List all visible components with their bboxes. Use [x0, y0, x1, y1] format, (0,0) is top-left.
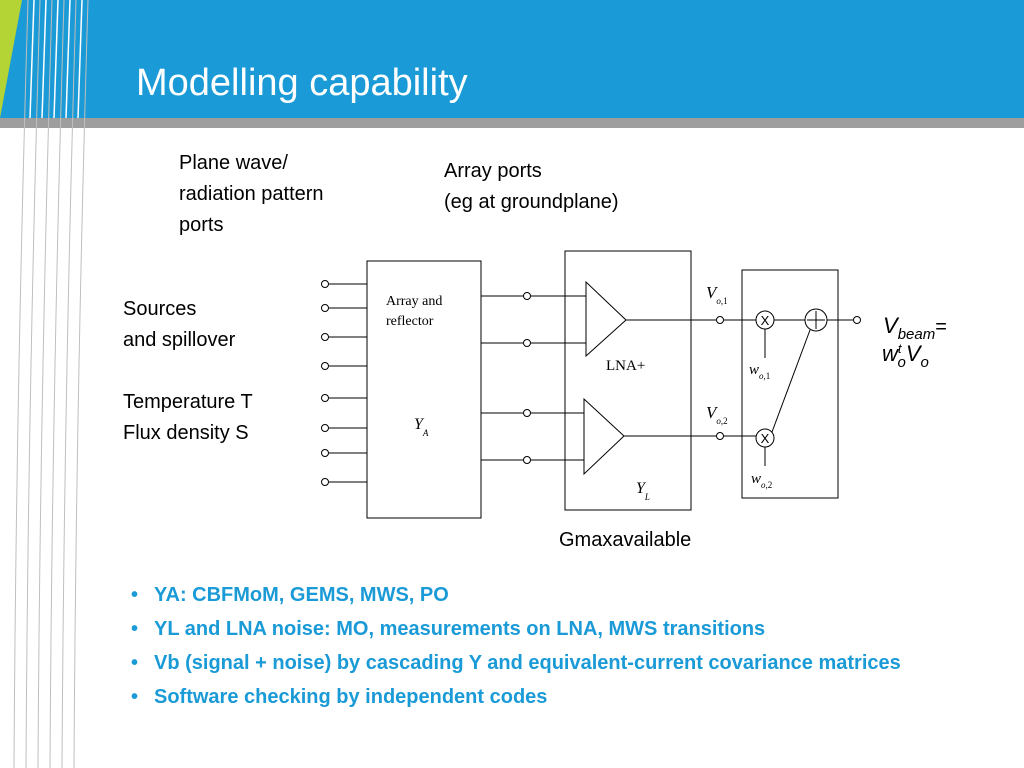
bullet-item: • YA: CBFMoM, GEMS, MWS, PO	[128, 582, 988, 609]
title-bar	[0, 0, 1024, 118]
bullet-text: YL and LNA noise: MO, measurements on LN…	[154, 618, 766, 640]
lna-box	[564, 250, 692, 511]
green-accent-corner	[0, 0, 22, 118]
yl-label: YL	[636, 480, 650, 502]
temperature-flux-label: Temperature T Flux density S	[123, 387, 253, 449]
port-node	[523, 456, 531, 464]
gmax-available-label: Gmaxavailable	[559, 529, 692, 551]
port-node	[523, 409, 531, 417]
port-node	[321, 478, 329, 486]
bullet-dot: •	[131, 686, 139, 708]
sources-line-2: and spillover	[123, 329, 236, 351]
bullet-dot: •	[131, 584, 139, 606]
sources-label: Sources and spillover	[123, 294, 235, 356]
port-node	[321, 449, 329, 457]
left-ports	[321, 280, 367, 486]
multiplier-1-symbol: X	[761, 313, 770, 328]
lna-label: LNA+	[606, 358, 645, 374]
port-node	[321, 304, 329, 312]
plane-wave-ports-label: Plane wave/ radiation pattern ports	[179, 148, 324, 241]
decorative-stripes	[13, 0, 89, 768]
port-node	[321, 280, 329, 288]
port-node	[321, 394, 329, 402]
bullet-item: • Software checking by independent codes	[128, 684, 988, 711]
bullet-dot: •	[131, 652, 139, 674]
slide-title: Modelling capability	[136, 62, 468, 104]
beam-output-node	[853, 316, 861, 324]
wo2-label: wo,2	[751, 471, 772, 490]
bullet-text: Vb (signal + noise) by cascading Y and e…	[154, 652, 901, 674]
array-reflector-label-2: reflector	[386, 314, 434, 329]
gray-divider-band	[0, 118, 1024, 128]
temperature-line: Temperature T	[123, 391, 253, 413]
sources-line-1: Sources	[123, 298, 197, 320]
port-node	[321, 362, 329, 370]
vo2-label: Vo,2	[706, 403, 728, 426]
array-ports-label: Array ports (eg at groundplane)	[444, 156, 619, 218]
flux-density-line: Flux density S	[123, 422, 249, 444]
wo1-label: wo,1	[749, 362, 770, 381]
ya-label: YA	[414, 416, 429, 438]
plane-wave-line-1: Plane wave/	[179, 152, 288, 174]
vo1-label: Vo,1	[706, 283, 728, 306]
array-ports-line-1: Array ports	[444, 160, 542, 182]
multiplier-2-symbol: X	[761, 431, 770, 446]
bullet-dot: •	[131, 618, 139, 640]
bullet-item: • YL and LNA noise: MO, measurements on L…	[128, 616, 988, 643]
amplifier-outputs	[624, 316, 756, 440]
array-reflector-box	[366, 260, 482, 519]
output-node-2	[716, 432, 724, 440]
port-node	[321, 424, 329, 432]
amplifier-2-triangle	[583, 397, 625, 476]
bullet-list: • YA: CBFMoM, GEMS, MWS, PO • YL and LNA n…	[128, 582, 988, 718]
port-node	[523, 292, 531, 300]
slide-header-band	[0, 0, 1024, 128]
bullet-text: Software checking by independent codes	[154, 686, 548, 708]
amplifier-1-triangle	[585, 280, 627, 358]
plane-wave-line-3: ports	[179, 214, 224, 236]
svg-text:Vbeam=: Vbeam=	[883, 313, 947, 343]
plane-wave-line-2: radiation pattern	[179, 183, 324, 205]
multiplier-2-to-summer	[771, 329, 811, 433]
output-node-1	[716, 316, 724, 324]
block-diagram: X X Array and reflector YA LNA+ YL Vo,1 …	[321, 250, 947, 519]
array-reflector-label-1: Array and	[386, 294, 442, 309]
port-node	[523, 339, 531, 347]
array-ports	[481, 292, 586, 464]
beamformer-box	[741, 269, 839, 499]
bullet-item: • Vb (signal + noise) by cascading Y and …	[128, 650, 988, 677]
bullet-text: YA: CBFMoM, GEMS, MWS, PO	[154, 584, 449, 606]
port-node	[321, 333, 329, 341]
array-ports-line-2: (eg at groundplane)	[444, 191, 619, 213]
